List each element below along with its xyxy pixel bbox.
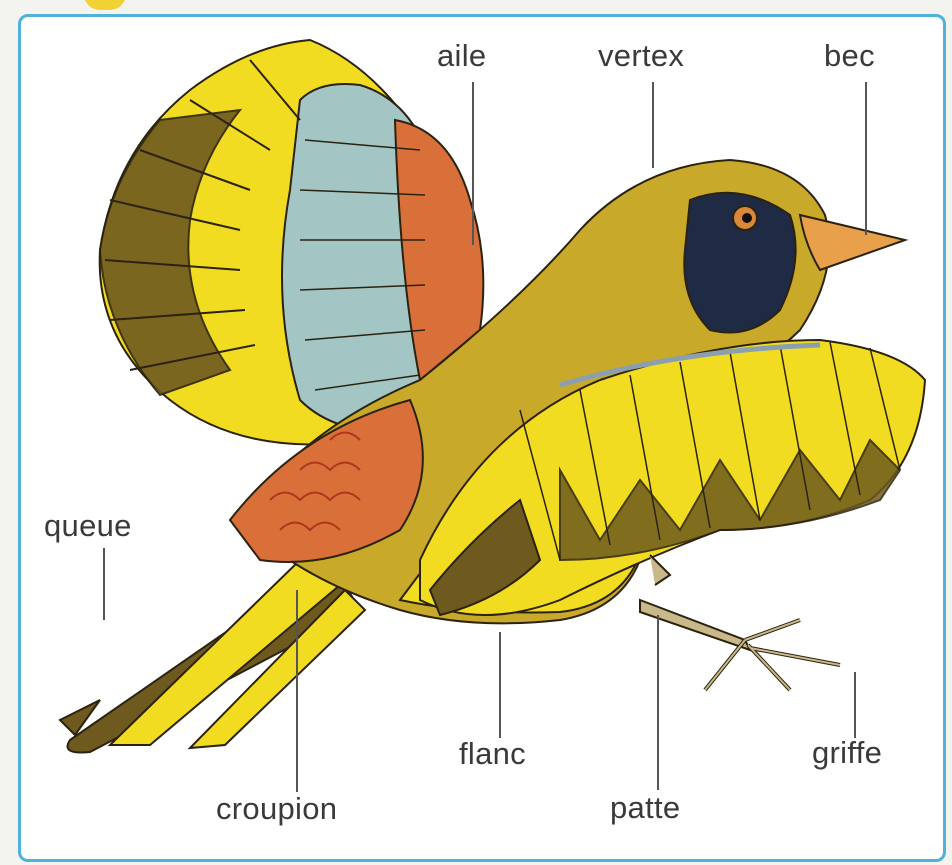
label-griffe: griffe <box>812 735 882 771</box>
bird-leg <box>640 555 840 690</box>
label-queue: queue <box>44 508 132 544</box>
label-flanc: flanc <box>459 736 526 772</box>
label-bec: bec <box>824 38 875 74</box>
label-aile: aile <box>437 38 486 74</box>
bird-tail <box>60 560 365 753</box>
label-vertex: vertex <box>598 38 684 74</box>
label-patte: patte <box>610 790 680 826</box>
label-croupion: croupion <box>216 791 337 827</box>
